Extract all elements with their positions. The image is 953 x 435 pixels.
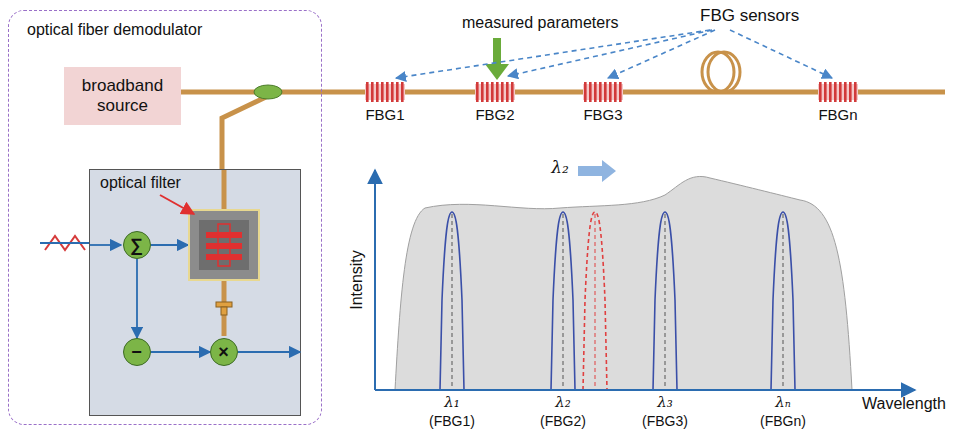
measure-arrow-head [485,64,509,80]
measure-arrow [493,38,501,66]
shift-arrow [578,160,616,182]
filter-panel: optical filter ∑ − × [89,169,301,416]
sensor-name: FBG3 [583,106,622,123]
peak-center [452,214,453,388]
peak-center [563,214,564,388]
reflection-peak [583,212,607,390]
sensor-leaders [396,30,832,78]
connector-layer [90,170,302,417]
filter-illustration [90,170,302,417]
signal-connector [136,259,138,338]
multiply-circle: × [210,338,238,366]
operator-symbol: − [131,343,142,361]
peak-center [595,214,596,388]
signal-line [40,242,90,244]
operator-symbol: × [218,343,229,361]
node-label: optical filter [100,174,181,192]
minus-circle: − [123,338,151,366]
callout-text: measured parameters [462,14,619,32]
wavelength-symbol: λ₂ [555,394,571,411]
node-label: optical fiber demodulator [27,21,202,39]
signal-connector [151,351,210,353]
fbg-grating [583,82,623,102]
sensor-name: FBG1 [365,106,404,123]
sensor-name: FBG2 [475,106,514,123]
sensor-name: (FBGn) [760,413,806,429]
peak-center [665,214,666,388]
fbg-grating [818,82,858,102]
operator-symbol: ∑ [130,236,143,254]
sensor-name: (FBG1) [429,413,475,429]
broadband-spectrum [395,176,852,390]
wavelength-symbol: λ₂ [551,158,569,178]
sensor-name: FBGn [818,106,857,123]
wavelength-symbol: λ₃ [657,394,673,411]
reflection-peak [653,212,677,390]
sum-circle: ∑ [123,231,151,259]
coupler [254,85,282,99]
reflection-peak [551,212,575,390]
fbg-grating [365,82,405,102]
source-box: broadband source [64,67,181,125]
axis-label: Wavelength [862,395,946,413]
y-axis [374,170,376,390]
fiber-coil [702,52,740,92]
node-label: broadband source [68,76,177,117]
wavelength-symbol: λ₁ [444,394,460,411]
reflection-peak [440,212,464,390]
sensor-name: (FBG3) [642,413,688,429]
sensor-name: (FBG2) [540,413,586,429]
fbg-grating [475,82,515,102]
callout-text: FBG sensors [700,6,799,26]
peak-center [783,214,784,388]
wavelength-symbol: λₙ [775,394,791,411]
optical-fiber [222,96,268,175]
x-axis [375,389,915,391]
demodulator-region: optical fiber demodulator broadband sourc… [8,10,322,425]
axis-label: Intensity [348,250,366,310]
reflection-peak [771,212,795,390]
